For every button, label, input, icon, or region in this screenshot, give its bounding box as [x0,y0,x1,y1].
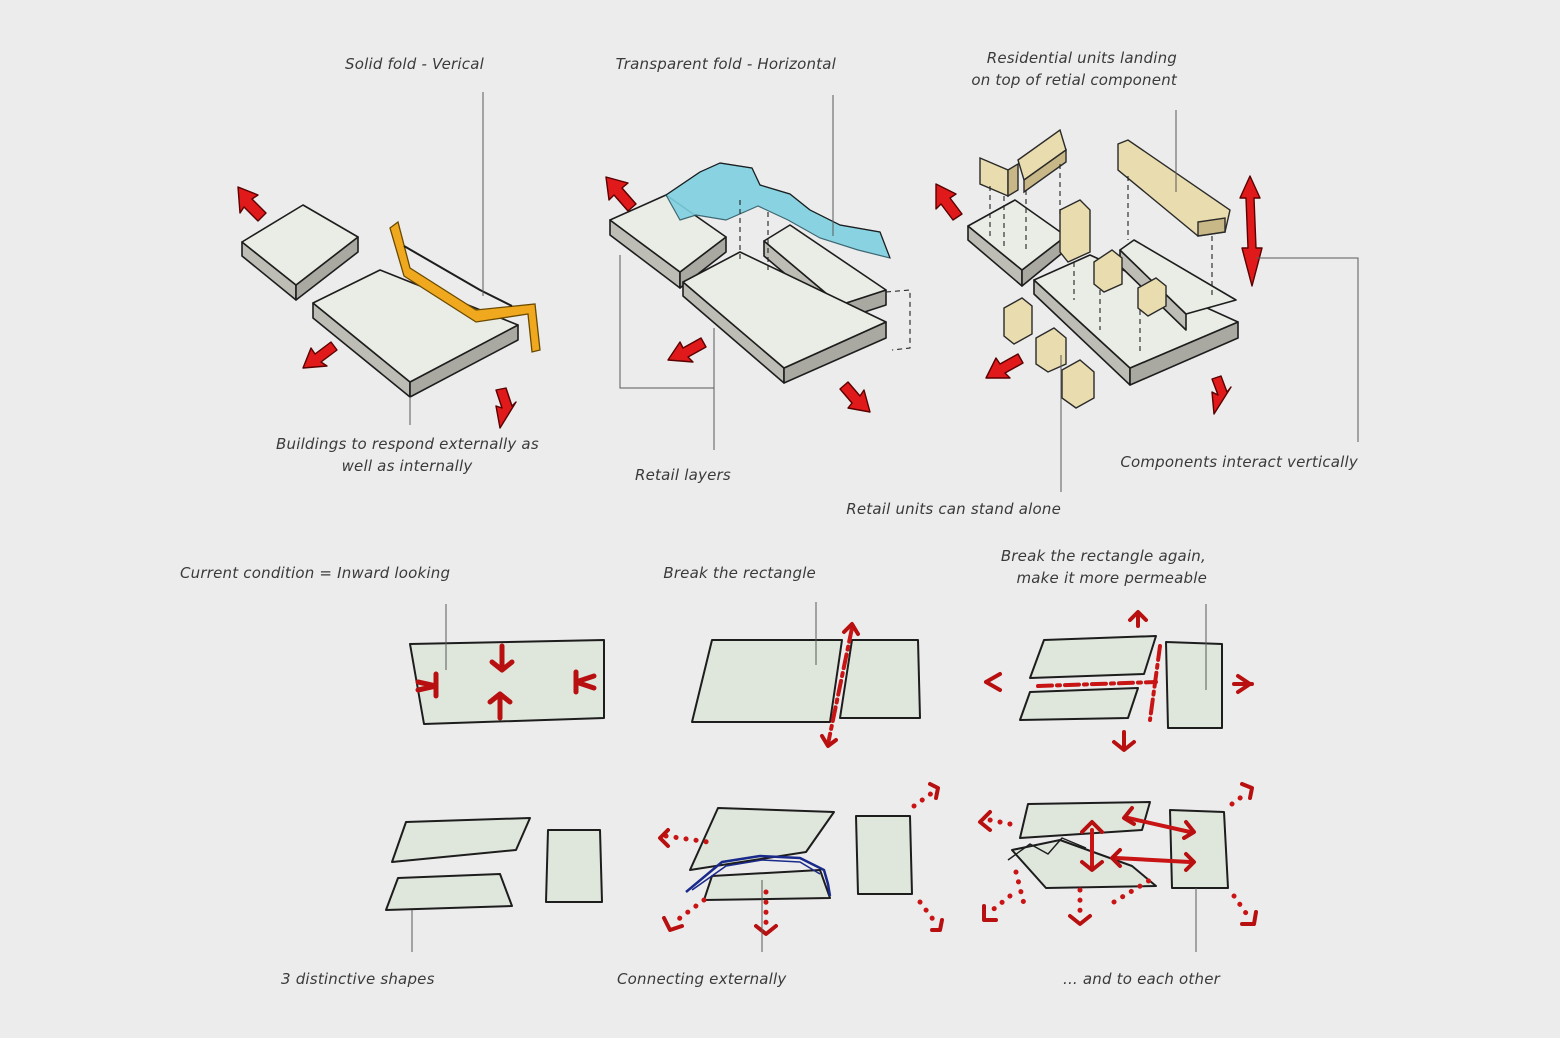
red-arrow [1239,175,1263,287]
sketch-three-shapes [385,817,603,952]
red-arrow [605,176,637,212]
sketch-break-again [984,604,1254,752]
red-arrow [302,341,338,369]
label-solid-fold: Solid fold - Verical [345,55,484,73]
label-retail-layers: Retail layers [635,466,731,484]
label-break-again-2: make it more permeable [1016,569,1207,587]
sketch-solid-fold [237,92,541,429]
red-arrow [985,353,1024,379]
sketch-current-condition [409,604,605,725]
label-retail-units: Retail units can stand alone [846,500,1061,518]
label-components-interact: Components interact vertically [1120,453,1358,471]
label-current-condition: Current condition = Inward looking [180,564,451,582]
sketch-residential-units [935,110,1359,492]
label-break-again-1: Break the rectangle again, [1000,547,1206,565]
label-connecting-externally: Connecting externally [617,970,787,988]
sketch-transparent-fold [605,95,911,450]
sketch-connecting-externally [658,782,944,952]
red-arrow [495,387,517,429]
sketch-each-other [978,782,1258,952]
label-each-other: ... and to each other [1063,970,1220,988]
red-arrow [237,186,267,222]
label-transparent-fold: Transparent fold - Horizontal [615,55,836,73]
label-residential-units-1: Residential units landing [986,49,1177,67]
label-three-shapes: 3 distinctive shapes [281,970,435,988]
red-arrow [1211,375,1232,415]
label-break-rectangle: Break the rectangle [663,564,816,582]
sketch-break-rectangle [691,602,921,748]
label-residential-units-2: on top of retial component [971,71,1177,89]
label-buildings-respond-1: Buildings to respond externally as [276,435,539,453]
red-arrow [935,183,963,221]
red-arrow [667,337,707,363]
red-arrow [839,381,871,413]
label-buildings-respond-2: well as internally [341,457,473,475]
